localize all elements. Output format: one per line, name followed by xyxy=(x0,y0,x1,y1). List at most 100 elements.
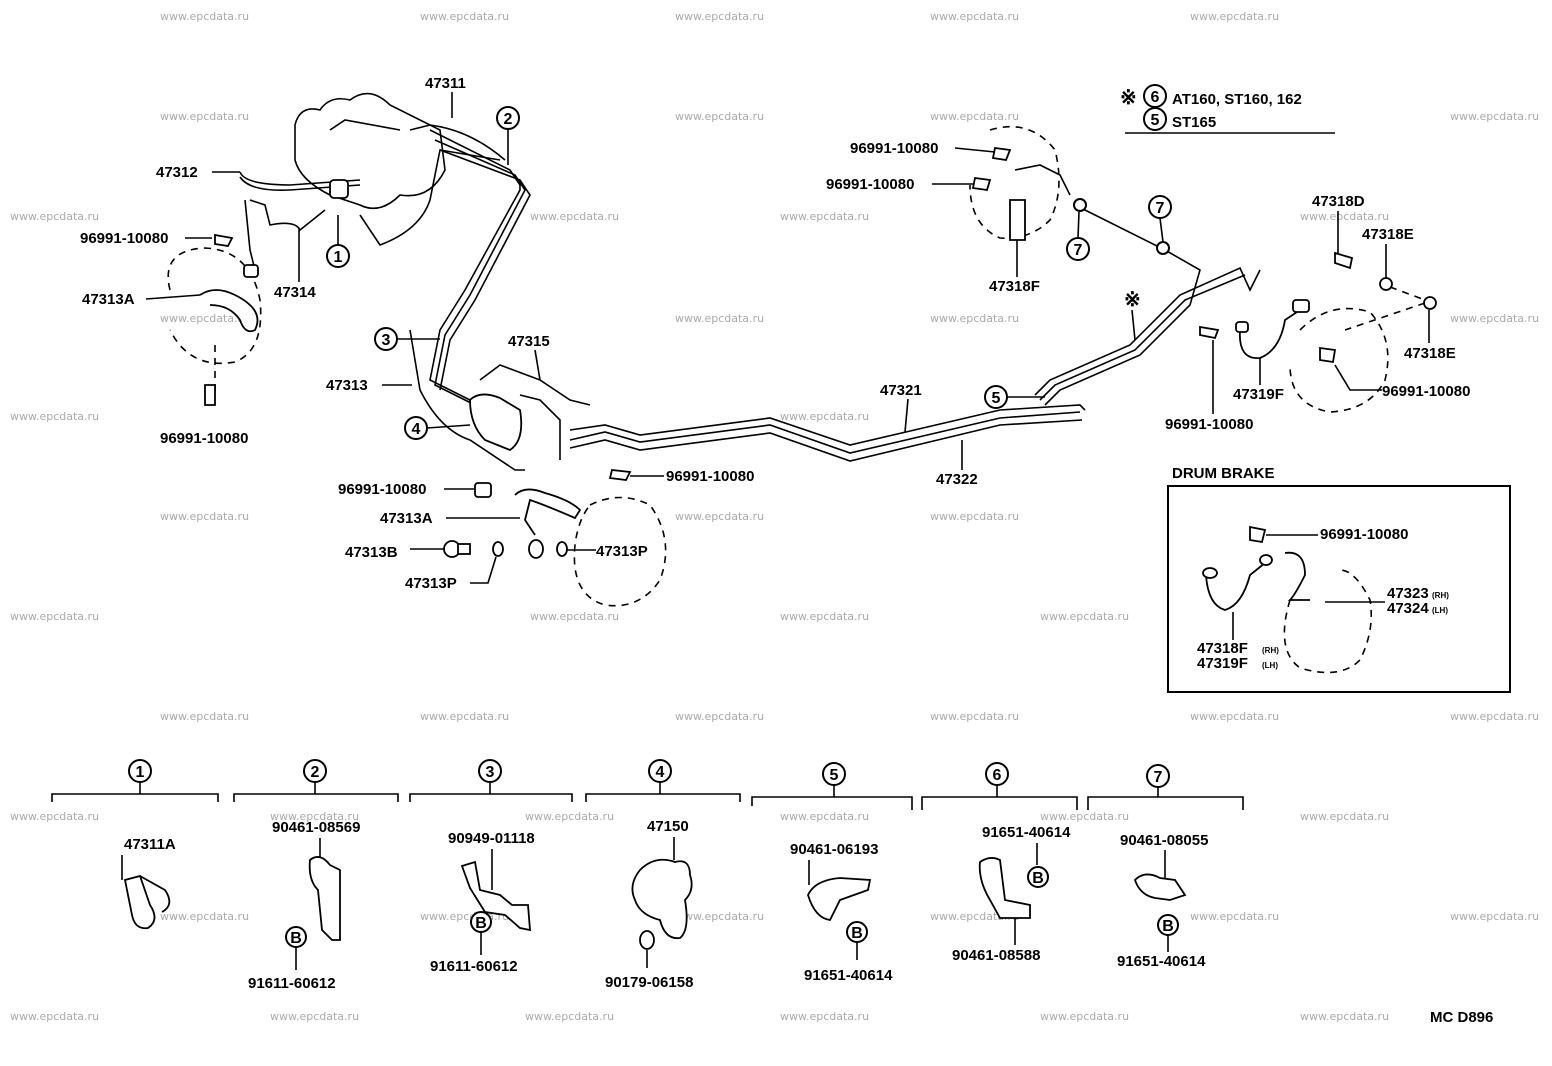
group-bracket xyxy=(1087,787,1244,810)
star-marker: ※ xyxy=(1124,289,1141,311)
label-47323-side: (RH) xyxy=(1432,591,1449,600)
watermark: www.epcdata.ru xyxy=(270,1010,359,1023)
rear-left-disc xyxy=(969,126,1060,239)
tube-47321-inner xyxy=(569,411,1081,454)
leader-line xyxy=(904,398,909,433)
label-47313B: 47313B xyxy=(345,544,398,561)
tube-joint xyxy=(1073,198,1087,212)
label-47313P: 47313P xyxy=(405,575,457,592)
bolt-marker-label: B xyxy=(475,915,487,932)
label-47324: 47324 xyxy=(1387,600,1429,617)
bolt-47318D xyxy=(1334,251,1354,270)
proportioning-valve-47150 xyxy=(469,393,523,452)
watermark: www.epcdata.ru xyxy=(1190,910,1279,923)
callout-1-label: 1 xyxy=(334,249,343,266)
hose-fitting xyxy=(1292,299,1310,313)
watermark: www.epcdata.ru xyxy=(1300,1010,1389,1023)
label-47319F: 47319F xyxy=(1233,386,1284,403)
gasket-leader xyxy=(1344,286,1426,331)
clip-96991-10080 xyxy=(1249,525,1267,544)
clamp-90949-01118 xyxy=(460,860,531,932)
watermark: www.epcdata.ru xyxy=(1450,910,1539,923)
watermark: www.epcdata.ru xyxy=(780,210,869,223)
watermark: www.epcdata.ru xyxy=(1450,710,1539,723)
hose-fitting xyxy=(1259,554,1273,566)
watermark: www.epcdata.ru xyxy=(1040,810,1129,823)
front-left-brake xyxy=(167,233,262,406)
watermark: www.epcdata.ru xyxy=(10,810,99,823)
legend-callout-5-label: 5 xyxy=(1151,112,1160,129)
hose-47318F xyxy=(1009,199,1026,241)
tube-47323-47324 xyxy=(1284,551,1310,601)
label-91611-60612: 91611-60612 xyxy=(430,958,518,975)
group-bracket xyxy=(585,783,741,802)
flexible-hose-47313A-front xyxy=(199,289,259,333)
clip-96991-10080 xyxy=(608,469,632,481)
legend-models-5: ST165 xyxy=(1172,114,1216,131)
gasket-47313P xyxy=(556,541,568,557)
label-91611-60612: 91611-60612 xyxy=(248,975,336,992)
label-96991-10080: 96991-10080 xyxy=(826,176,914,193)
label-47319F-side: (LH) xyxy=(1262,661,1278,670)
group-bracket xyxy=(751,786,913,810)
tube-47313 xyxy=(409,329,525,471)
clamp-group-6: 6 91651-40614 B 90461-08588 xyxy=(921,762,1078,964)
caliper-fitting xyxy=(528,539,544,559)
watermark: www.epcdata.ru xyxy=(675,312,764,325)
label-47318F: 47318F xyxy=(989,278,1040,295)
leader-line xyxy=(470,556,497,584)
label-47323: 47323 xyxy=(1387,585,1429,602)
legend-star-marker: ※ xyxy=(1120,87,1137,109)
watermark: www.epcdata.ru xyxy=(10,210,99,223)
hose-47318F-47319F xyxy=(1205,562,1266,611)
callouts: 1 2 3 4 5 7 7 ※ xyxy=(326,106,1172,440)
tube-47312-inner xyxy=(239,176,361,192)
label-47150: 47150 xyxy=(647,818,689,835)
front-left-disc xyxy=(167,247,262,365)
label-47319F: 47319F xyxy=(1197,655,1248,672)
clamp-group-2: 2 90461-08569 B 91611-60612 xyxy=(233,759,399,992)
watermark: www.epcdata.ru xyxy=(780,610,869,623)
watermark: www.epcdata.ru xyxy=(270,810,359,823)
tube-master-upper xyxy=(329,119,401,131)
union-bolt-47313B-thread xyxy=(457,543,471,555)
clip-96991-10080 xyxy=(991,146,1012,161)
label-91651-40614: 91651-40614 xyxy=(982,824,1071,841)
model-legend: ※ 6 AT160, ST160, 162 5 ST165 xyxy=(1120,84,1335,134)
watermark: www.epcdata.ru xyxy=(160,312,249,325)
rear-left-brake xyxy=(969,126,1071,241)
tube-rear-right-b xyxy=(1039,274,1246,401)
callout-7-label: 7 xyxy=(1074,242,1083,259)
clamp-47311A xyxy=(123,874,171,930)
leader-line xyxy=(1077,211,1080,239)
tube-47321 xyxy=(569,404,1086,446)
label-90461-08569: 90461-08569 xyxy=(272,819,360,836)
bolt-marker-label: B xyxy=(1162,918,1174,935)
watermark: www.epcdata.ru xyxy=(675,910,764,923)
drum-brake-title: DRUM BRAKE xyxy=(1172,465,1275,482)
watermark: www.epcdata.ru xyxy=(930,312,1019,325)
label-47324-side: (LH) xyxy=(1432,606,1448,615)
label-90461-06193: 90461-06193 xyxy=(790,841,878,858)
tube-47313-b xyxy=(434,139,526,406)
label-91651-40614: 91651-40614 xyxy=(1117,953,1206,970)
callout-2-label: 2 xyxy=(504,111,513,128)
tube-47313-c xyxy=(439,149,531,391)
tube-valve-out xyxy=(519,394,561,460)
watermark: www.epcdata.ru xyxy=(160,110,249,123)
clamp-group-ref: 4 xyxy=(656,764,665,781)
rear-right-disc xyxy=(1289,307,1389,413)
clamp-group-ref: 6 xyxy=(993,767,1002,784)
leader-line xyxy=(1131,309,1136,341)
label-47321: 47321 xyxy=(880,382,922,399)
clip-96991-10080 xyxy=(1199,325,1220,340)
watermark: www.epcdata.ru xyxy=(10,1010,99,1023)
diagram-code: MC D896 xyxy=(1430,1009,1493,1026)
tube-47312 xyxy=(239,171,361,186)
rear-left-tube xyxy=(1014,164,1071,196)
callout-3-label: 3 xyxy=(382,332,391,349)
watermark: www.epcdata.ru xyxy=(930,710,1019,723)
clamp-group-3: 3 90949-01118 B 91611-60612 xyxy=(409,759,573,975)
tube-47313-a xyxy=(429,129,521,401)
